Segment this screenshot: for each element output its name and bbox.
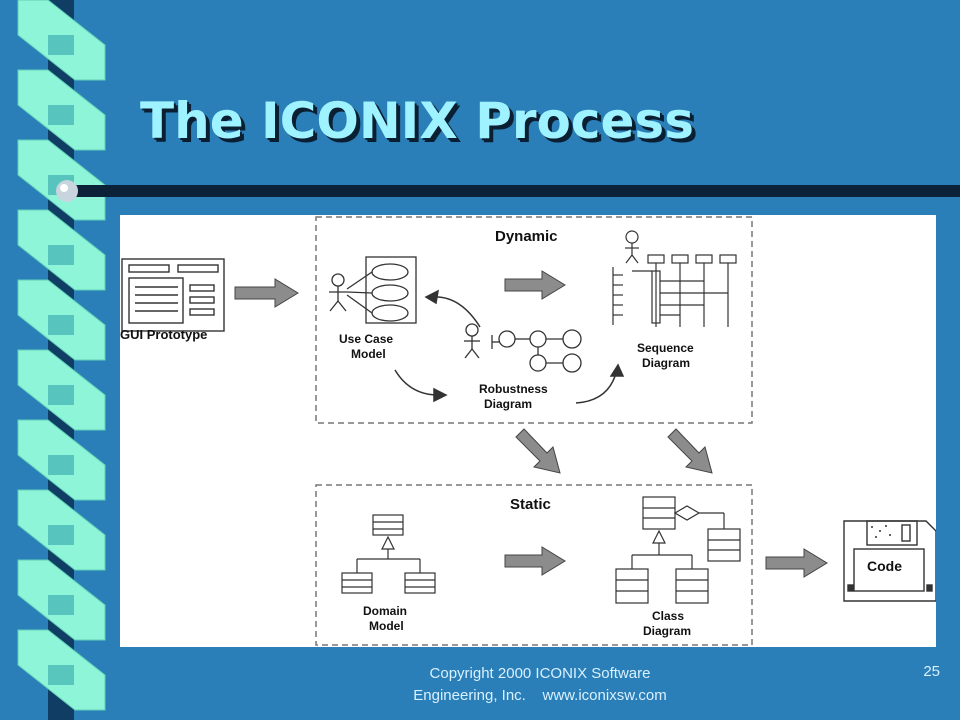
dynamic-section-box	[315, 216, 753, 424]
arrow-domain-to-class	[504, 546, 566, 576]
page-number: 25	[923, 663, 940, 680]
sequence-diagram-icon	[612, 230, 737, 327]
gui-prototype-icon	[121, 258, 225, 332]
dynamic-label: Dynamic	[495, 228, 558, 245]
iconix-process-diagram: GUI Prototype Dynamic Static Use Case Mo…	[120, 215, 936, 647]
curved-arrow-robustness-to-usecase	[424, 289, 481, 328]
domain-label-line2: Model	[369, 619, 404, 633]
footer-line-1: Copyright 2000 ICONIX Software	[429, 665, 651, 682]
copyright-footer: Copyright 2000 ICONIX Software Engineeri…	[360, 663, 720, 707]
gui-prototype-label: GUI Prototype	[120, 327, 207, 342]
domain-label-line1: Domain	[363, 604, 407, 618]
slide-title: The ICONIX Process	[140, 92, 694, 150]
sequence-label-line1: Sequence	[637, 341, 694, 355]
arrow-class-to-code	[765, 548, 828, 578]
robustness-label-line2: Diagram	[484, 397, 532, 411]
footer-line-2: Engineering, Inc. www.iconixsw.com	[413, 687, 667, 704]
sequence-label-line2: Diagram	[642, 356, 690, 370]
arrow-robustness-to-static	[515, 428, 561, 474]
code-label: Code	[867, 558, 902, 574]
code-floppy-disk-icon	[843, 520, 936, 602]
use-case-label-line1: Use Case	[339, 332, 393, 346]
class-label-line1: Class	[652, 609, 684, 623]
class-label-line2: Diagram	[643, 624, 691, 638]
curved-arrow-usecase-to-robustness	[394, 369, 448, 403]
floppy-shutter-dots	[871, 525, 891, 538]
static-label: Static	[510, 496, 551, 513]
title-underline-bar	[56, 180, 960, 202]
robustness-label-line1: Robustness	[479, 382, 548, 396]
arrow-usecase-to-sequence	[504, 270, 566, 300]
use-case-label-line2: Model	[351, 347, 386, 361]
arrow-sequence-to-class	[667, 428, 713, 474]
arrow-gui-to-usecase	[234, 278, 299, 308]
left-ribbon-decoration	[17, 0, 106, 720]
robustness-diagram-icon	[464, 323, 582, 373]
curved-arrow-robustness-to-sequence	[575, 363, 625, 404]
static-section-box	[315, 484, 753, 646]
domain-model-icon	[341, 514, 436, 594]
class-diagram-icon	[615, 496, 741, 604]
use-case-model-icon	[329, 256, 417, 324]
